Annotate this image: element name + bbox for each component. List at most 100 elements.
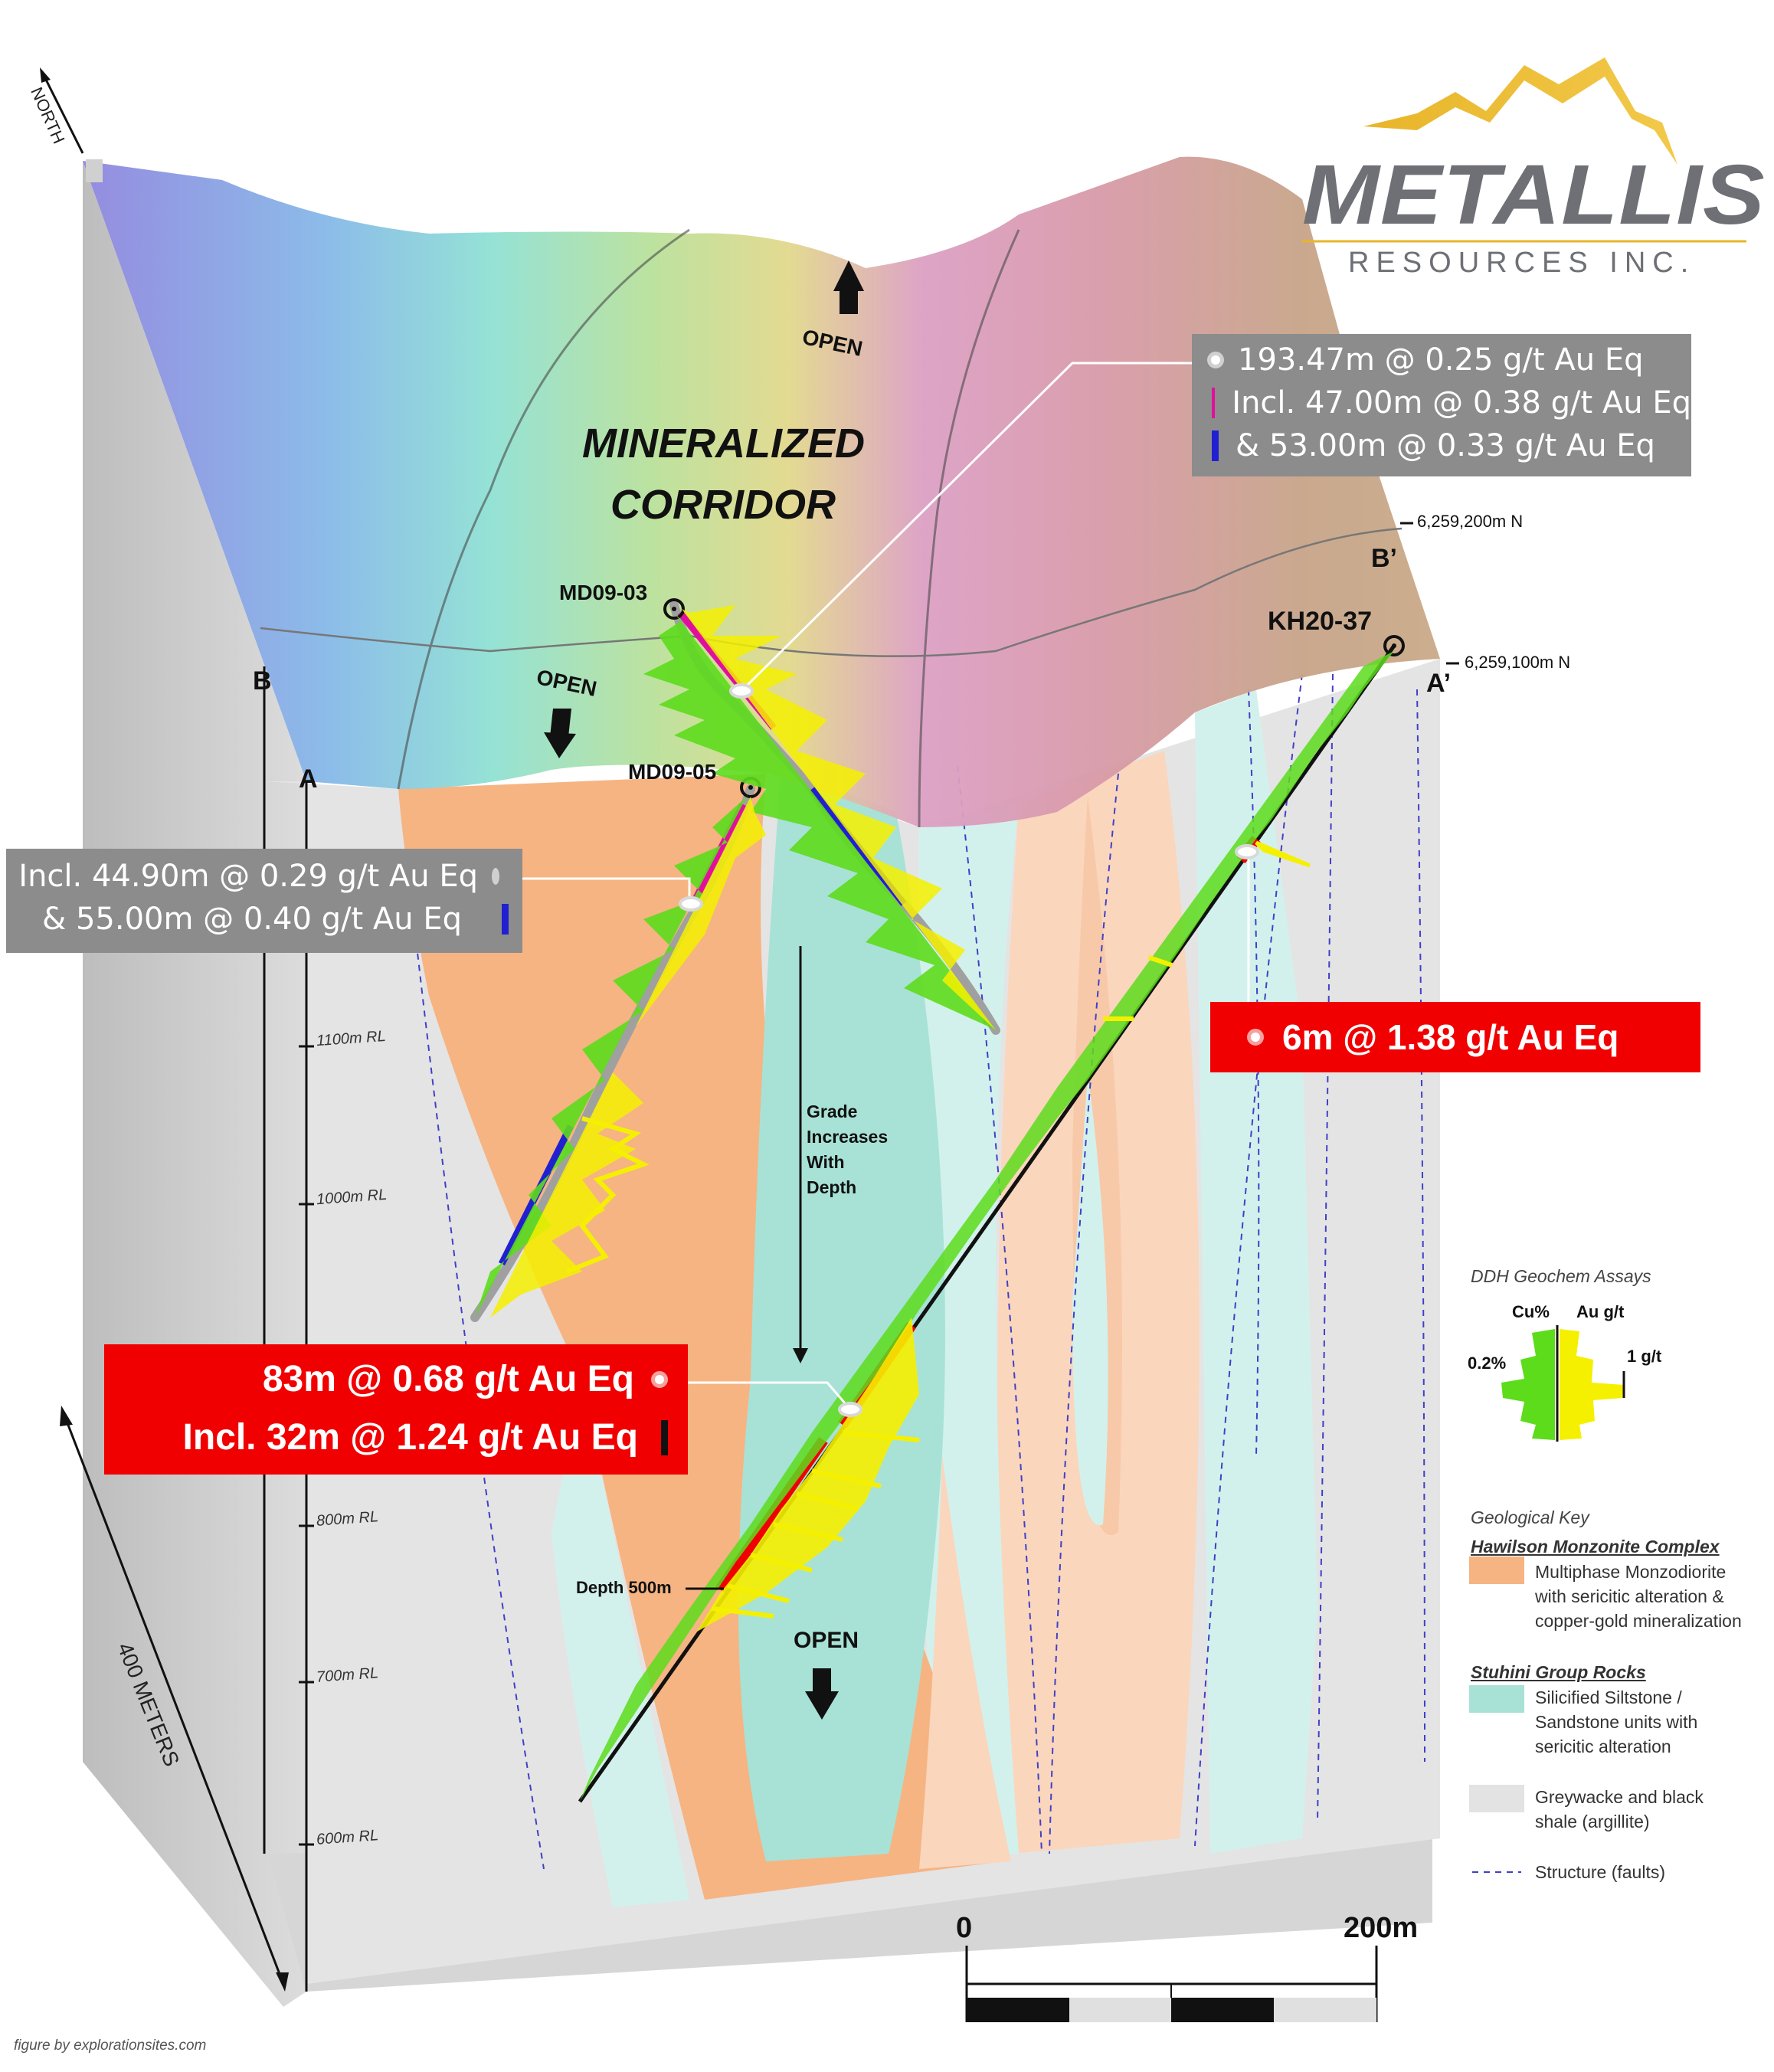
assay-legend-au: Au g/t bbox=[1576, 1302, 1625, 1321]
geo-key-item2-line: Sandstone units with bbox=[1535, 1712, 1698, 1732]
geo-key-item1-line: with sericitic alteration & bbox=[1535, 1586, 1724, 1606]
scale-bar-end: 200m bbox=[1344, 1912, 1419, 1944]
siltstone-lobe-right bbox=[1072, 1072, 1108, 1526]
callout-kh2037-upper-row: 6m @ 1.38 g/t Au Eq bbox=[1247, 1002, 1700, 1072]
callout-kh2037-lower-row1: 83m @ 0.68 g/t Au Eq bbox=[119, 1350, 668, 1409]
magenta-interval-icon bbox=[1212, 388, 1216, 418]
swatch-shale bbox=[1469, 1785, 1524, 1812]
elevation-ticks bbox=[299, 1045, 314, 1846]
grade-annotation-line: Depth bbox=[807, 1177, 857, 1197]
callout-dot-icon bbox=[1207, 352, 1224, 368]
block-side-face bbox=[83, 161, 306, 2007]
callout-md0903-line1: 193.47m @ 0.25 g/t Au Eq bbox=[1238, 342, 1644, 378]
geo-key-group2: Stuhini Group Rocks bbox=[1471, 1662, 1646, 1682]
callout-kh2037-upper: 6m @ 1.38 g/t Au Eq bbox=[1210, 1002, 1700, 1072]
logo-mountains-icon bbox=[1363, 57, 1677, 165]
leader-endpoints bbox=[679, 683, 1259, 1417]
open-label-bottom: OPEN bbox=[794, 1628, 859, 1653]
callout-md0903: 193.47m @ 0.25 g/t Au Eq Incl. 47.00m @ … bbox=[1192, 334, 1691, 476]
callout-dot-icon bbox=[1247, 1029, 1264, 1046]
siltstone-left-sliver bbox=[552, 1379, 689, 1907]
callout-md0903-row3: & 53.00m @ 0.33 g/t Au Eq bbox=[1207, 424, 1691, 467]
callout-md0903-row2: Incl. 47.00m @ 0.38 g/t Au Eq bbox=[1207, 381, 1691, 424]
blue-interval-icon bbox=[502, 904, 509, 935]
assay-histogram-md0903 bbox=[643, 605, 996, 1030]
grade-annotation-line: Grade bbox=[807, 1101, 858, 1121]
north-arrowhead bbox=[40, 67, 51, 83]
assay-legend-title: DDH Geochem Assays bbox=[1471, 1266, 1651, 1286]
geo-key-item2: Silicified Siltstone / Sandstone units w… bbox=[1535, 1685, 1697, 1759]
callout-kh2037-lower-line1: 83m @ 0.68 g/t Au Eq bbox=[262, 1359, 634, 1399]
grade-annotation: Grade Increases With Depth bbox=[807, 1099, 888, 1200]
section-label-b-prime: B’ bbox=[1371, 544, 1397, 573]
callout-md0903-row1: 193.47m @ 0.25 g/t Au Eq bbox=[1207, 339, 1691, 381]
figure-credit: figure by explorationsites.com bbox=[14, 2038, 207, 2054]
section-label-a-prime: A’ bbox=[1426, 669, 1452, 698]
swatch-monzodiorite bbox=[1469, 1556, 1524, 1584]
vertical-scale-arrow bbox=[64, 1416, 285, 1985]
callout-md0905-row1: Incl. 44.90m @ 0.29 g/t Au Eq bbox=[18, 855, 509, 898]
grade-annotation-line: Increases bbox=[807, 1127, 889, 1147]
blue-interval-icon bbox=[1212, 430, 1219, 461]
drillhole-label-kh2037: KH20-37 bbox=[1268, 607, 1373, 636]
geo-key-item4: Structure (faults) bbox=[1535, 1862, 1665, 1882]
siltstone-main bbox=[738, 766, 945, 1861]
depth-marker-label: Depth 500m bbox=[576, 1578, 672, 1597]
geo-key-item1-line: Multiphase Monzodiorite bbox=[1535, 1562, 1727, 1582]
callout-kh2037-lower-row2: Incl. 32m @ 1.24 g/t Au Eq bbox=[119, 1409, 668, 1467]
geo-key-title: Geological Key bbox=[1471, 1507, 1589, 1527]
vertical-scale-arrowhead-bottom bbox=[276, 1972, 289, 1992]
geo-key-item1-line: copper-gold mineralization bbox=[1535, 1611, 1742, 1631]
callout-md0905-line1: Incl. 44.90m @ 0.29 g/t Au Eq bbox=[18, 859, 478, 894]
callout-kh2037-lower-line2: Incl. 32m @ 1.24 g/t Au Eq bbox=[182, 1417, 638, 1458]
section-label-a: A bbox=[299, 764, 318, 794]
swatch-siltstone bbox=[1469, 1685, 1524, 1713]
open-arrow-down-bottom bbox=[805, 1668, 839, 1720]
geo-key-item3-line: Greywacke and black bbox=[1535, 1787, 1704, 1807]
scale-bar bbox=[965, 1946, 1378, 2022]
geo-key-item1: Multiphase Monzodiorite with sericitic a… bbox=[1535, 1560, 1742, 1633]
corridor-edge-right bbox=[918, 229, 1020, 828]
brand-name: METALLIS bbox=[1302, 148, 1766, 242]
assay-legend-graphic bbox=[1501, 1325, 1625, 1442]
callout-dot-icon bbox=[651, 1371, 668, 1388]
assay-legend-cu: Cu% bbox=[1512, 1302, 1550, 1321]
geo-key-item3: Greywacke and black shale (argillite) bbox=[1535, 1785, 1704, 1834]
assay-histogram-kh2037 bbox=[580, 651, 1394, 1802]
northing-lower: 6,259,100m N bbox=[1465, 653, 1571, 672]
callout-md0905-row2: & 55.00m @ 0.40 g/t Au Eq bbox=[20, 898, 509, 941]
section-title-line2: CORRIDOR bbox=[610, 482, 836, 528]
callout-md0903-line2: Incl. 47.00m @ 0.38 g/t Au Eq bbox=[1232, 385, 1691, 421]
callout-md0905: Incl. 44.90m @ 0.29 g/t Au Eq & 55.00m @… bbox=[6, 849, 522, 953]
callout-md0903-line3: & 53.00m @ 0.33 g/t Au Eq bbox=[1236, 428, 1655, 463]
callout-md0905-line2: & 55.00m @ 0.40 g/t Au Eq bbox=[42, 902, 462, 937]
monzodiorite-lower-light bbox=[919, 1455, 1011, 1869]
terrain-surface bbox=[83, 156, 1440, 828]
corridor-edge-left bbox=[397, 228, 690, 790]
callout-kh2037-lower: 83m @ 0.68 g/t Au Eq Incl. 32m @ 1.24 g/… bbox=[104, 1344, 688, 1475]
scale-bar-start: 0 bbox=[956, 1912, 973, 1944]
geo-key-item2-line: sericitic alteration bbox=[1535, 1736, 1671, 1756]
red-interval-icon bbox=[661, 1420, 668, 1455]
vertical-scale-arrowhead-top bbox=[60, 1406, 73, 1426]
open-arrow-down-left bbox=[544, 709, 576, 758]
drillhole-label-md0905: MD09-05 bbox=[628, 760, 717, 784]
drillhole-label-md0903: MD09-03 bbox=[559, 581, 648, 604]
grade-arrowhead bbox=[793, 1348, 808, 1363]
assay-legend-cu-scale: 0.2% bbox=[1468, 1354, 1507, 1373]
section-title-line1: MINERALIZED bbox=[582, 421, 865, 466]
north-arrow bbox=[43, 76, 84, 154]
open-arrow-up bbox=[833, 260, 864, 314]
assay-legend-au-scale: 1 g/t bbox=[1627, 1347, 1662, 1366]
north-marker bbox=[86, 159, 103, 182]
section-label-b: B bbox=[253, 666, 272, 696]
grade-annotation-line: With bbox=[807, 1152, 845, 1172]
section-trace bbox=[260, 527, 1403, 657]
callout-dot-icon bbox=[492, 868, 499, 885]
geo-key-group1: Hawilson Monzonite Complex bbox=[1471, 1537, 1720, 1556]
assay-histogram-md0905 bbox=[475, 789, 766, 1318]
brand-subtitle: RESOURCES INC. bbox=[1348, 247, 1696, 279]
geo-key-item2-line: Silicified Siltstone / bbox=[1535, 1687, 1682, 1707]
callout-kh2037-upper-line1: 6m @ 1.38 g/t Au Eq bbox=[1282, 1017, 1619, 1057]
